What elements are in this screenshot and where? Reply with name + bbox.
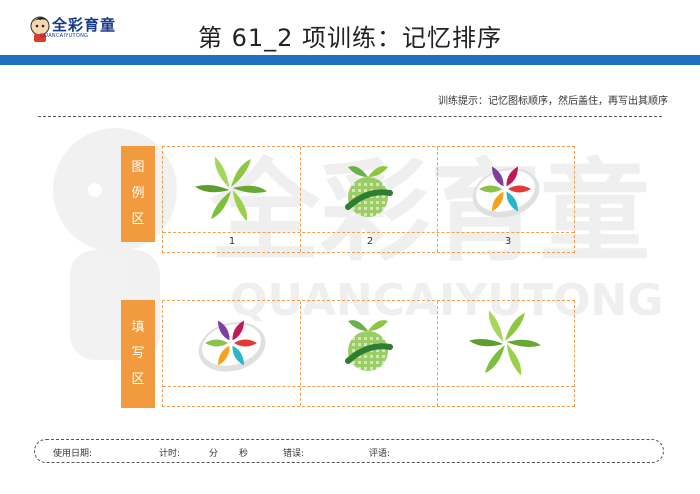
page-title: 第 61_2 项训练：记忆排序 bbox=[197, 24, 503, 52]
example-grid bbox=[162, 146, 575, 253]
pinwheel-leaf-icon bbox=[195, 153, 267, 229]
fill-grid bbox=[162, 300, 575, 407]
comment-label: 评语: bbox=[369, 449, 391, 459]
training-hint: 训练提示：记忆图标顺序，然后盖住，再写出其顺序 bbox=[438, 96, 668, 107]
header-divider bbox=[0, 55, 700, 65]
example-section-label: 图 例 区 bbox=[121, 146, 155, 242]
watermark-brand: 全彩育童 bbox=[209, 148, 650, 276]
logo-text: 全彩育童 bbox=[52, 16, 117, 34]
second-label: 秒 bbox=[239, 449, 249, 459]
error-label: 错误: bbox=[283, 449, 305, 459]
hint-divider bbox=[38, 116, 662, 117]
example-number-1: 1 bbox=[228, 236, 236, 247]
example-number-3: 3 bbox=[504, 236, 512, 247]
sprout-ball-icon bbox=[338, 313, 398, 377]
usage-record-bar: 使用日期: 计时: 分 秒 错误: 评语: bbox=[34, 439, 664, 463]
example-number-2: 2 bbox=[366, 236, 374, 247]
logo-subtext: QUANCAIYUTONG bbox=[40, 33, 89, 39]
fill-section-label: 填 写 区 bbox=[121, 300, 155, 408]
date-label: 使用日期: bbox=[53, 449, 93, 459]
minute-label: 分 bbox=[209, 449, 219, 459]
color-petal-icon bbox=[469, 153, 541, 229]
pinwheel-leaf-icon bbox=[469, 307, 541, 383]
color-petal-icon bbox=[195, 307, 267, 383]
brand-logo bbox=[30, 16, 50, 42]
time-label: 计时: bbox=[159, 449, 181, 459]
sprout-ball-icon bbox=[338, 159, 398, 223]
